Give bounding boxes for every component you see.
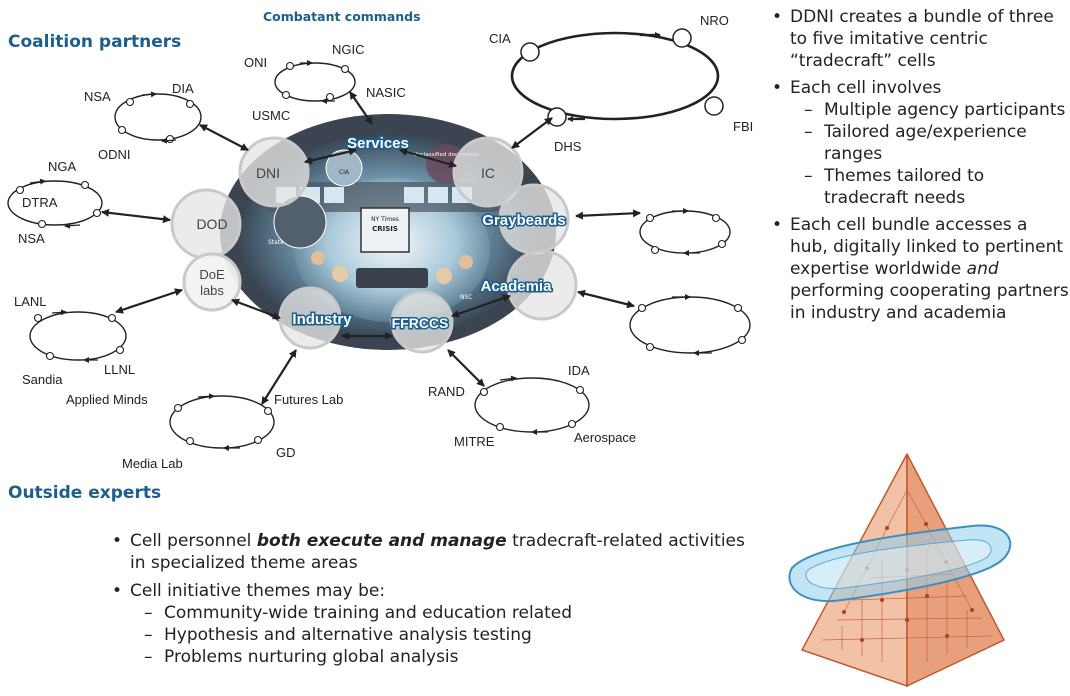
photo-ny-times-text: NY Times — [371, 216, 399, 223]
satellite-label-ida: IDA — [568, 363, 590, 378]
ring-coalition-top — [114, 93, 202, 141]
hub-label-services: Services — [347, 135, 409, 152]
satellite-label-rand: RAND — [428, 384, 465, 399]
hub-label-ffrccs: FFRCCS — [392, 315, 449, 331]
satellite-label-mitre: MITRE — [454, 434, 495, 449]
hub-label-dni: DNI — [256, 165, 280, 181]
hub-label-graybeards: Graybeards — [482, 212, 565, 229]
hub-ic — [452, 136, 524, 208]
satellite-label-aerospace: Aerospace — [574, 430, 636, 445]
bullet-text-part: performing cooperating partners in indus… — [790, 281, 1069, 323]
hub-label-dod: DOD — [196, 216, 227, 232]
hub-label-ic: IC — [481, 165, 495, 181]
coalition-partners-heading: Coalition partners — [8, 32, 182, 52]
emphasis-execute-manage: both execute and manage — [256, 531, 507, 551]
bullet-each-cell: Each cell involves Multiple agency parti… — [770, 77, 1070, 209]
hub-label-doe-line2: labs — [200, 283, 224, 298]
satellite-label-cia: CIA — [489, 31, 511, 46]
network-diagram: NY Times CRISIS State CIA Unclassified d… — [7, 13, 753, 471]
photo-state-text: State — [268, 239, 284, 246]
satellite-label-ngic: NGIC — [332, 42, 365, 57]
bullet-ddni-bundle: DDNI creates a bundle of three to five i… — [770, 6, 1070, 72]
satellite-label-gd: GD — [276, 445, 296, 460]
cell-personnel-bullets: Cell personnel both execute and manage t… — [110, 530, 750, 674]
satellite-label-nga: NGA — [48, 159, 77, 174]
hub-links — [304, 147, 511, 340]
pyramid-network-illustration — [788, 453, 1012, 688]
ring-labs — [29, 311, 127, 361]
hub-ffrccs — [390, 290, 454, 354]
ring-direction-arrows — [29, 32, 712, 451]
satellite-label-lanl: LANL — [14, 294, 47, 309]
hub-label-academia: Academia — [481, 278, 553, 295]
ring-combatant — [274, 62, 356, 102]
photo-crisis-text: CRISIS — [372, 225, 398, 233]
satellite-label-applied-minds: Applied Minds — [66, 392, 148, 407]
ring-nodes — [15, 61, 747, 446]
photo-nsc-text: NSC — [460, 294, 473, 301]
bullet-initiative-themes: Cell initiative themes may be: Community… — [110, 580, 750, 668]
bullet-text: Each cell involves — [790, 78, 942, 98]
ring-to-hub-links — [101, 91, 641, 405]
photo-cia-text: CIA — [339, 169, 350, 176]
bullet-text: DDNI creates a bundle of three to five i… — [790, 7, 1054, 71]
hub-doe-labs — [182, 252, 242, 312]
satellite-label-dtra: DTRA — [22, 195, 58, 210]
emphasis-and: and — [966, 259, 999, 279]
satellite-label-nasic: NASIC — [366, 85, 406, 100]
sub-bullet: Themes tailored to tradecraft needs — [804, 165, 1070, 209]
sub-bullet: Problems nurturing global analysis — [144, 646, 750, 668]
sub-bullet: Multiple agency participants — [804, 99, 1070, 121]
satellite-label-media-lab: Media Lab — [122, 456, 183, 471]
satellite-label-nsa-left: NSA — [18, 231, 45, 246]
satellite-label-usmc: USMC — [252, 108, 290, 123]
satellite-label-dia: DIA — [172, 81, 194, 96]
satellite-label-nsa-top: NSA — [84, 89, 111, 104]
sub-bullet: Community-wide training and education re… — [144, 602, 750, 624]
satellite-label-nro: NRO — [700, 13, 729, 28]
ring-coalition-left — [7, 180, 103, 226]
ring-intel — [510, 31, 720, 121]
bullet-hub-access: Each cell bundle accesses a hub, digital… — [770, 214, 1070, 324]
bullet-text-part: Each cell bundle accesses a hub, digital… — [790, 215, 1064, 279]
hub-label-industry: Industry — [292, 311, 352, 328]
cell-bundle-bullets: DDNI creates a bundle of three to five i… — [770, 6, 1070, 329]
bullet-text-part: Cell personnel — [130, 531, 257, 551]
sub-bullet: Tailored age/experience ranges — [804, 121, 1070, 165]
hub-dni — [238, 136, 310, 208]
satellite-label-dhs: DHS — [554, 139, 582, 154]
intel-ring-nodes — [520, 28, 724, 127]
satellite-label-odni: ODNI — [98, 147, 131, 162]
satellite-label-fbi: FBI — [733, 119, 753, 134]
bullet-execute-manage: Cell personnel both execute and manage t… — [110, 530, 750, 574]
ring-industry — [169, 395, 275, 449]
bullet-text-part: tradecraft-related activities in special… — [130, 531, 745, 573]
outside-experts-heading: Outside experts — [8, 483, 162, 503]
hub-label-doe-line1: DoE — [199, 267, 225, 282]
bullet-text: Cell initiative themes may be: — [130, 581, 386, 601]
combatant-commands-heading: Combatant commands — [263, 9, 421, 24]
hub-nodes — [170, 136, 578, 354]
satellite-label-oni: ONI — [244, 55, 267, 70]
sub-bullet: Hypothesis and alternative analysis test… — [144, 624, 750, 646]
satellite-label-sandia: Sandia — [22, 372, 63, 387]
hub-academia — [506, 249, 578, 321]
satellite-label-futures-lab: Futures Lab — [274, 392, 343, 407]
satellite-label-llnl: LLNL — [104, 362, 135, 377]
